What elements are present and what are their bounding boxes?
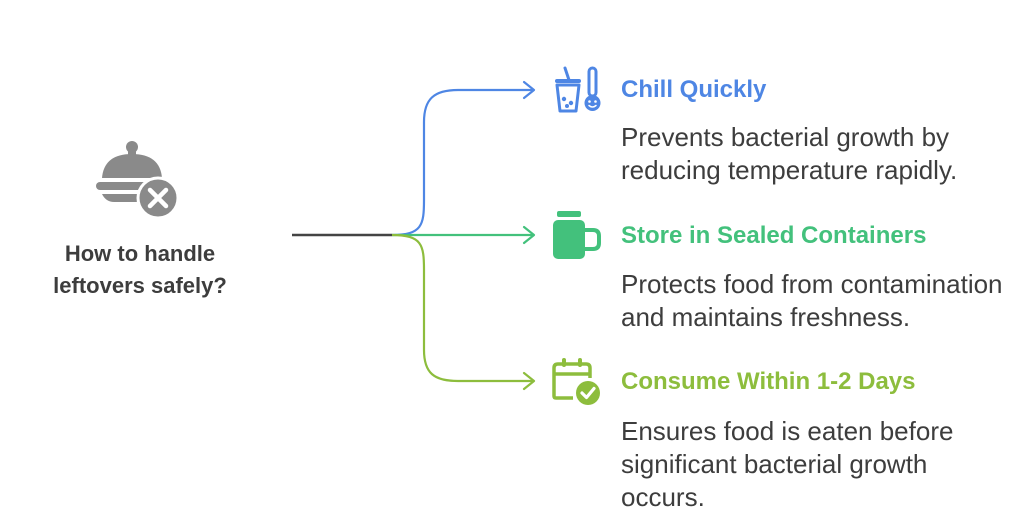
branch-title-consume-within-days: Consume Within 1-2 Days: [621, 368, 916, 395]
branch-title-chill-quickly: Chill Quickly: [621, 76, 767, 103]
branch-connector-1: [391, 88, 534, 237]
root-question: How to handle leftovers safely?: [53, 241, 227, 298]
arrowhead-2: [522, 225, 536, 245]
cloche-cancel-icon: [96, 141, 180, 220]
calendar-check-icon: [552, 358, 600, 405]
iced-drink-thermometer-icon: [555, 66, 601, 113]
branch-title-store-sealed-containers: Store in Sealed Containers: [621, 222, 927, 249]
branch-description-consume-within-days: Ensures food is eaten before significant…: [621, 416, 954, 512]
jar-container-icon: [553, 211, 601, 259]
branch-description-store-sealed-containers: Protects food from contamination and mai…: [621, 269, 1003, 332]
arrowhead-3: [522, 371, 536, 391]
branch-connector-3: [391, 233, 534, 383]
arrowhead-1: [522, 80, 536, 100]
branch-description-chill-quickly: Prevents bacterial growth by reducing te…: [621, 122, 958, 185]
